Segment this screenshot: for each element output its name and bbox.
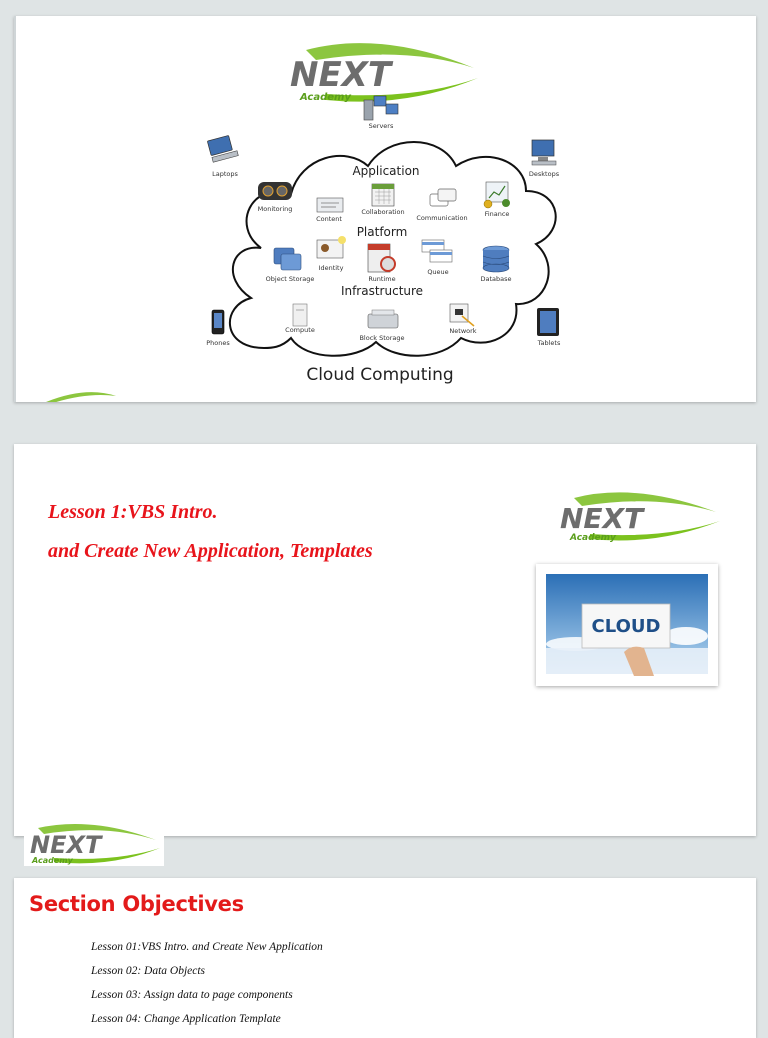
label-laptops: Laptops (212, 170, 238, 178)
logo-swoosh-bottom (326, 78, 478, 102)
label-block-storage: Block Storage (359, 334, 404, 342)
queue-icon (421, 239, 453, 263)
objective-item: Lesson 03: Assign data to page component… (91, 989, 293, 1001)
next-academy-logo: NEXT Academy (560, 492, 720, 543)
label-content: Content (316, 215, 342, 223)
label-finance: Finance (485, 210, 510, 218)
slide-cloud-diagram: NEXT Academy Application Platform Infras… (14, 16, 756, 402)
logo-brand: NEXT (560, 502, 645, 535)
object-storage-icon (273, 247, 302, 271)
label-communication: Communication (416, 214, 467, 222)
cloud-computing-diagram: Application Platform Infrastructure Clou… (206, 95, 561, 385)
section-application: Application (352, 164, 419, 178)
objectives-heading: Section Objectives (29, 892, 244, 916)
label-object-storage: Object Storage (266, 275, 315, 283)
laptop-icon (207, 135, 239, 163)
label-identity: Identity (319, 264, 344, 272)
label-queue: Queue (427, 268, 448, 276)
logo-sub: Academy (31, 856, 74, 865)
section-platform: Platform (357, 225, 408, 239)
finance-icon (483, 181, 510, 209)
runtime-icon (367, 243, 396, 273)
slide-section-objectives: Section Objectives Lesson 01:VBS Intro. … (14, 878, 756, 1038)
identity-icon (316, 236, 346, 259)
database-icon (482, 245, 510, 273)
logo-sub: Academy (569, 533, 617, 543)
next-academy-logo: NEXT Academy (290, 43, 478, 103)
label-phones: Phones (206, 339, 230, 347)
label-runtime: Runtime (368, 275, 395, 283)
phone-icon (211, 309, 225, 335)
collaboration-icon (371, 183, 395, 207)
objective-item: Lesson 04: Change Application Template (91, 1013, 281, 1025)
label-servers: Servers (369, 122, 394, 130)
content-icon (316, 197, 344, 213)
photo-card (581, 603, 671, 649)
logo-swoosh-bottom (54, 848, 160, 864)
next-academy-footer-logo: NEXT Academy (24, 818, 164, 866)
label-network: Network (449, 327, 476, 335)
logo-swoosh-bottom (590, 521, 720, 541)
block-storage-icon (367, 309, 399, 329)
section-infrastructure: Infrastructure (341, 284, 423, 298)
label-monitoring: Monitoring (258, 205, 293, 213)
lesson-title-line2: and Create New Application, Templates (48, 540, 373, 562)
cloud-shape (228, 141, 557, 357)
label-tablets: Tablets (537, 339, 561, 347)
logo-sub: Academy (299, 92, 351, 103)
compute-icon (292, 303, 308, 327)
label-collaboration: Collaboration (361, 208, 404, 216)
diagram-caption: Cloud Computing (306, 365, 453, 385)
logo-swoosh-top (306, 43, 474, 68)
lesson-title-line1: Lesson 1:VBS Intro. (48, 501, 218, 523)
objective-item: Lesson 02: Data Objects (91, 965, 206, 977)
desktop-icon (531, 139, 557, 166)
servers-icon (363, 95, 399, 121)
partial-logo-bottom (46, 392, 116, 402)
network-icon (449, 303, 475, 327)
logo-swoosh-top (38, 824, 156, 840)
photo-card-text: CLOUD (592, 616, 661, 637)
label-database: Database (480, 275, 511, 283)
logo-swoosh-top (574, 492, 716, 512)
label-desktops: Desktops (529, 170, 560, 178)
slide-lesson-title: Lesson 1:VBS Intro. and Create New Appli… (14, 444, 756, 836)
label-compute: Compute (285, 326, 315, 334)
logo-brand: NEXT (290, 55, 394, 95)
cloud-photo: CLOUD (536, 564, 718, 686)
monitoring-icon (258, 182, 292, 200)
communication-icon (429, 188, 457, 207)
logo-brand: NEXT (30, 831, 103, 859)
tablet-icon (537, 308, 559, 336)
objective-item: Lesson 01:VBS Intro. and Create New Appl… (91, 941, 323, 953)
photo-hand (624, 646, 654, 676)
